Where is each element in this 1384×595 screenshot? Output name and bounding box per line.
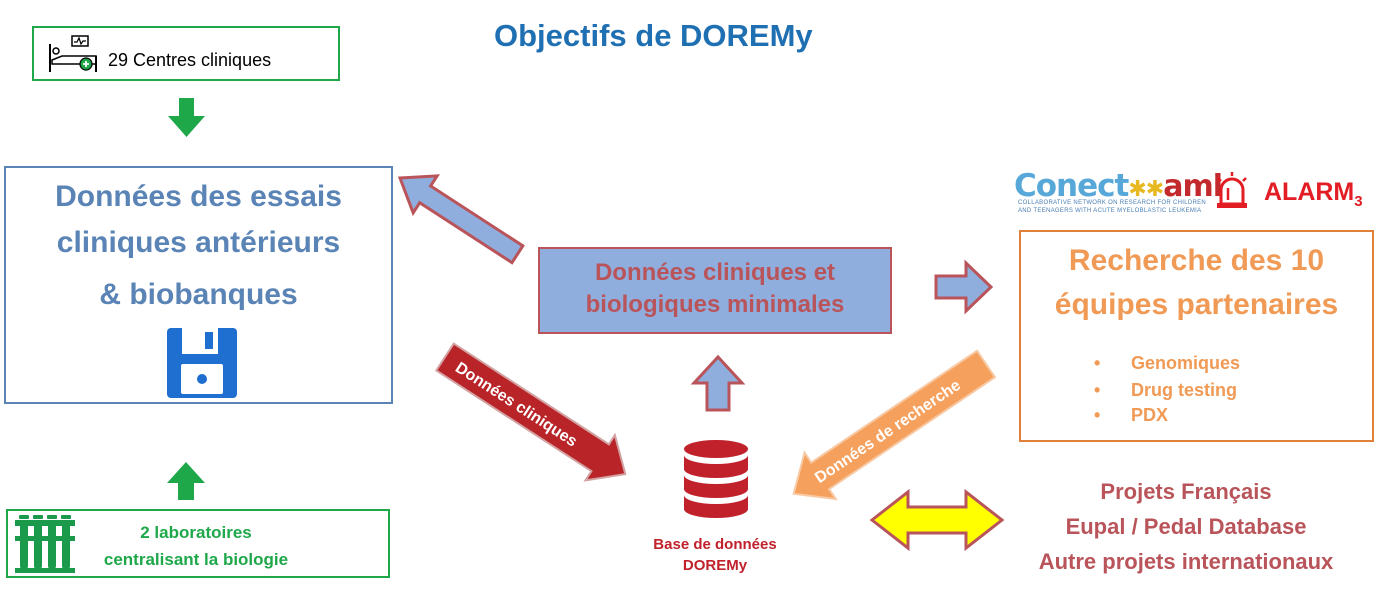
- labs-label-line2: centralisant la biologie: [103, 550, 289, 569]
- bullet-genomiques: • Genomiques: [1094, 353, 1241, 374]
- alarm-word: ALARM: [1264, 178, 1355, 206]
- centres-label: 29 Centres cliniques: [108, 50, 272, 70]
- conect-sub2: AND TEENAGERS WITH ACUTE MYELOBLASTIC LE…: [1018, 208, 1202, 214]
- essais-line1: Données des essais: [55, 180, 342, 213]
- conect-subtitle: COLLABORATIVE NETWORK ON RESEARCH FOR CH…: [1018, 199, 1206, 215]
- bullet-drug-testing: • Drug testing: [1094, 380, 1237, 401]
- labs-label-line1: 2 laboratoires: [140, 523, 252, 542]
- diagram-title: Objectifs de DOREMy: [494, 18, 813, 53]
- database-label-line1: Base de données: [653, 536, 777, 553]
- database-label-line2: DOREMy: [682, 557, 748, 574]
- donnees-recherche-label: Données de recherche: [812, 377, 964, 487]
- donnees-minimales-box: Données cliniques et biologiques minimal…: [538, 247, 892, 334]
- green-up-arrow: [167, 462, 205, 500]
- floppy-disk-icon: [167, 328, 237, 398]
- test-tubes-icon: [15, 515, 75, 573]
- eupal-pedal-database: Eupal / Pedal Database: [1065, 514, 1307, 539]
- recherche-equipes-box: Recherche des 10 équipes partenaires • Ge…: [1019, 230, 1374, 442]
- conect-word: Conect: [1014, 168, 1129, 204]
- alarm-sub: 3: [1354, 193, 1363, 210]
- projets-francais: Projets Français: [1100, 479, 1272, 504]
- conect-aml-word: aml: [1163, 169, 1223, 204]
- bullet-dot: •: [1094, 353, 1101, 373]
- arrow-to-essais: [397, 174, 525, 265]
- hospital-bed-icon: [49, 35, 97, 72]
- recherche-line2: équipes partenaires: [1054, 288, 1339, 321]
- conect-sub1: COLLABORATIVE NETWORK ON RESEARCH FOR CH…: [1018, 200, 1207, 206]
- arrow-to-recherche: [934, 259, 994, 315]
- bullet-pdx-label: PDX: [1131, 405, 1169, 425]
- essais-line3: & biobanques: [99, 278, 298, 311]
- conect-aml-logo: Conect✱✱aml: [1014, 168, 1223, 204]
- puzzle-icon: ✱✱: [1128, 177, 1164, 202]
- essais-cliniques-box: Données des essais cliniques antérieurs …: [4, 166, 393, 404]
- minimal-line2: biologiques minimales: [585, 291, 845, 318]
- yellow-double-arrow: [869, 488, 1005, 552]
- recherche-line1: Recherche des 10: [1068, 244, 1325, 277]
- arrow-db-to-minimal: [690, 354, 746, 412]
- arrow-donnees-cliniques: Données cliniques: [434, 342, 627, 482]
- database-label: Base de données DOREMy: [640, 534, 790, 576]
- laboratoires-box: 2 laboratoires centralisant la biologie: [6, 509, 390, 578]
- bullet-dot: •: [1094, 380, 1101, 400]
- minimal-line1: Données cliniques et: [594, 259, 836, 286]
- bullet-drug-testing-label: Drug testing: [1131, 380, 1237, 400]
- alarm-siren-icon: [1217, 172, 1247, 208]
- centres-cliniques-box: 29 Centres cliniques: [32, 26, 340, 81]
- green-down-arrow: [168, 98, 205, 137]
- autre-projets-internationaux: Autre projets internationaux: [1038, 549, 1334, 574]
- essais-line2: cliniques antérieurs: [56, 226, 341, 259]
- alarm3-logo: ALARM3: [1264, 178, 1363, 210]
- donnees-cliniques-label: Données cliniques: [452, 359, 580, 450]
- bullet-genomiques-label: Genomiques: [1131, 353, 1241, 373]
- arrow-donnees-recherche: Données de recherche: [792, 349, 997, 501]
- bullet-dot: •: [1094, 405, 1101, 425]
- bullet-pdx: • PDX: [1094, 405, 1169, 426]
- database-icon: [684, 440, 748, 518]
- labs-label: 2 laboratoires centralisant la biologie: [86, 519, 306, 573]
